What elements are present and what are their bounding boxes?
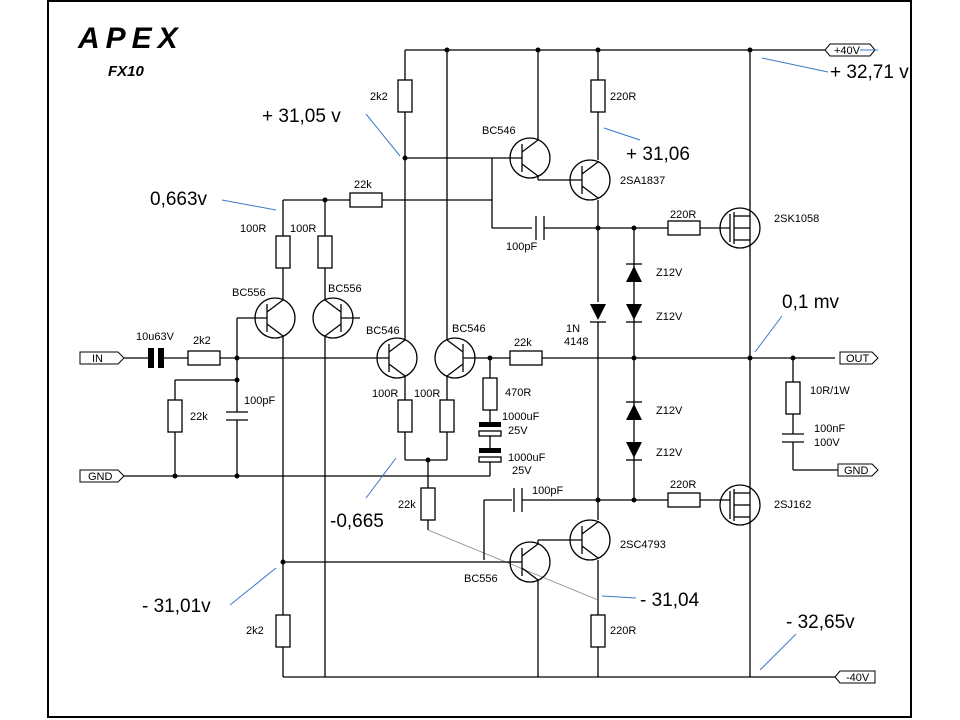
resistor-220r-bot <box>590 614 606 648</box>
label-22k-bot: 22k <box>398 499 416 511</box>
transistor-bc546-a <box>376 337 418 379</box>
label-100pf-top: 100pF <box>506 241 537 253</box>
schematic-frame <box>47 0 912 718</box>
label-220r-gate-top: 220R <box>670 209 696 221</box>
meas-out: 0,1 mv <box>782 292 840 313</box>
label-bc556-a: BC556 <box>232 287 266 299</box>
resistor-470r <box>482 377 498 411</box>
label-100v: 100V <box>814 437 840 449</box>
label-100r-b: 100R <box>290 223 316 235</box>
label-1000uf-b: 1000uF <box>508 452 546 464</box>
label-z1: Z12V <box>656 267 683 279</box>
label-z4: Z12V <box>656 447 683 459</box>
label-10r: 10R/1W <box>810 385 850 397</box>
neg-rail-terminal <box>834 670 876 684</box>
label-2k2-in: 2k2 <box>193 335 211 347</box>
label-z3: Z12V <box>656 405 683 417</box>
label-4148: 4148 <box>564 336 588 348</box>
label-bc546-a: BC546 <box>366 325 400 337</box>
zener-diodes <box>626 263 642 461</box>
label-2k2-bot: 2k2 <box>246 625 264 637</box>
gnd-out-label: GND <box>844 465 869 477</box>
resistor-220r-top <box>590 79 606 113</box>
label-2sk1058: 2SK1058 <box>774 213 819 225</box>
label-100r-a: 100R <box>240 223 266 235</box>
mosfet-2sj162 <box>719 484 761 528</box>
resistor-220r-gate-top <box>667 220 701 236</box>
output-terminal <box>839 351 879 365</box>
transistor-bc546-top <box>405 137 551 179</box>
label-100r-d: 100R <box>414 388 440 400</box>
label-2k2-top: 2k2 <box>370 91 388 103</box>
meas-2sa-base: + 31,06 <box>626 144 690 165</box>
pos-rail-label: +40V <box>834 45 861 57</box>
meas-bot-mid: - 31,04 <box>640 590 700 611</box>
resistor-22k-out <box>509 350 543 366</box>
transistor-2sc4793 <box>560 519 611 561</box>
resistor-10r <box>785 381 801 415</box>
meas-bot-left: - 31,01v <box>142 596 211 617</box>
pos-rail-terminal <box>824 43 876 57</box>
label-25v-b: 25V <box>512 465 532 477</box>
label-100pf-bot: 100pF <box>532 485 563 497</box>
label-100nf: 100nF <box>814 423 845 435</box>
model-name: FX10 <box>108 63 145 80</box>
label-100r-c: 100R <box>372 388 398 400</box>
diode-1n4148 <box>590 304 606 320</box>
label-2sj162: 2SJ162 <box>774 499 811 511</box>
neg-rail-label: -40V <box>846 672 870 684</box>
label-10u63v: 10u63V <box>136 331 175 343</box>
label-2sa1837: 2SA1837 <box>620 175 665 187</box>
transistor-bc546-b <box>434 337 510 379</box>
meas-rail-pos: + 32,71 v <box>830 62 909 83</box>
resistor-2k2-top <box>397 79 413 113</box>
label-z2: Z12V <box>656 311 683 323</box>
resistor-2k2-in <box>187 350 221 366</box>
gnd-in-terminal <box>79 469 125 483</box>
gnd-in-label: GND <box>88 471 113 483</box>
label-470r: 470R <box>505 387 531 399</box>
label-1n: 1N <box>566 323 580 335</box>
label-220r-gate-bot: 220R <box>670 479 696 491</box>
brand-logo: APEX <box>77 22 184 55</box>
label-220r-top: 220R <box>610 91 636 103</box>
resistor-22k-bot <box>420 487 436 521</box>
resistor-100r-b <box>317 235 333 269</box>
meas-diff: 0,663v <box>150 189 208 210</box>
label-2sc4793: 2SC4793 <box>620 539 666 551</box>
meas-bias-top: + 31,05 v <box>262 106 341 127</box>
label-22k-feedback: 22k <box>354 179 372 191</box>
input-label: IN <box>92 353 103 365</box>
label-22k-out: 22k <box>514 337 532 349</box>
label-25v-a: 25V <box>508 425 528 437</box>
transistor-bc556-bot <box>484 541 551 583</box>
meas-rail-neg: - 32,65v <box>786 612 855 633</box>
label-bc556-b: BC556 <box>328 283 362 295</box>
gnd-out-terminal <box>837 463 879 477</box>
label-bc546-top: BC546 <box>482 125 516 137</box>
label-1000uf-a: 1000uF <box>502 411 540 423</box>
label-22k-in: 22k <box>190 411 208 423</box>
label-bc556-bot: BC556 <box>464 573 498 585</box>
resistor-100r-c <box>397 399 413 433</box>
label-220r-bot: 220R <box>610 625 636 637</box>
transistor-bc556-a <box>237 297 296 339</box>
label-bc546-b: BC546 <box>452 323 486 335</box>
label-100pf-in: 100pF <box>244 395 275 407</box>
resistor-100r-a <box>275 235 291 269</box>
resistor-22k-feedback <box>349 192 383 208</box>
output-label: OUT <box>846 353 870 365</box>
resistor-22k-in <box>167 399 183 433</box>
meas-neg-node: -0,665 <box>330 511 384 532</box>
resistor-2k2-bot <box>275 614 291 648</box>
resistor-100r-d <box>439 399 455 433</box>
input-terminal <box>79 351 125 365</box>
transistor-2sa1837 <box>560 159 611 201</box>
resistor-220r-gate-bot <box>667 492 701 508</box>
